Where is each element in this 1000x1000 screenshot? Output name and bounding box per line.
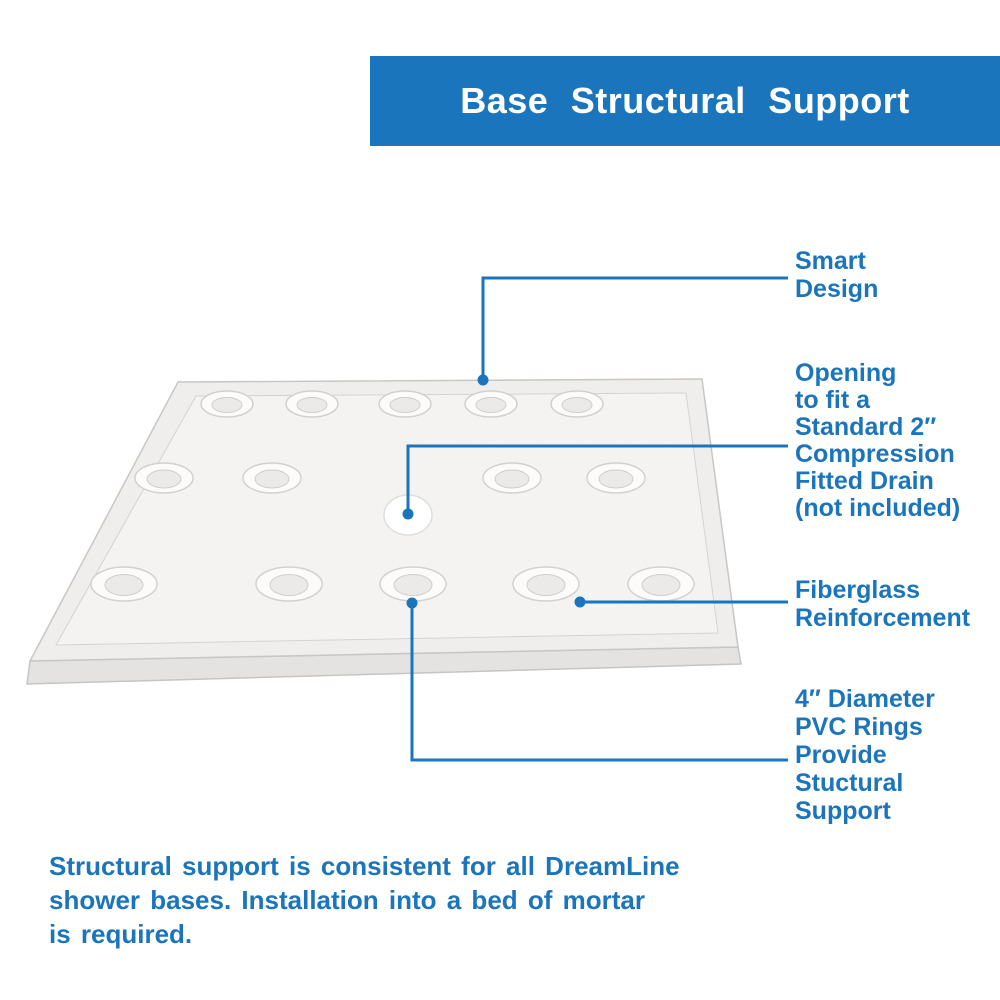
pvc-ring	[255, 566, 323, 602]
page-title: Base Structural Support	[460, 80, 910, 121]
callout-text-line: Fitted Drain	[795, 467, 934, 495]
pvc-ring	[550, 390, 604, 418]
footer-note: Structural support is consistent for all…	[49, 849, 680, 951]
pvc-ring	[90, 566, 158, 602]
callout-drain-opening: Opening to fit a Standard 2″ Compression…	[795, 360, 960, 522]
pvc-ring	[379, 566, 447, 602]
callout-text-line: Support	[795, 797, 891, 825]
smart-design-callout-line	[481, 276, 788, 380]
callout-text-line: Stuctural	[795, 769, 904, 797]
callout-text-line: (not included)	[795, 494, 961, 522]
callout-pvc-rings: 4″ Diameter PVC Rings Provide Stuctural …	[795, 685, 935, 825]
callout-text-line: Standard 2″	[795, 413, 937, 441]
callout-text-line: Reinforcement	[795, 604, 971, 632]
callout-text-line: Opening	[795, 359, 897, 387]
callout-text-line: Provide	[795, 741, 887, 769]
pvc-ring	[242, 462, 302, 494]
drain-callout-line	[406, 444, 788, 514]
callout-fiberglass: Fiberglass Reinforcement	[795, 576, 970, 632]
callout-text-line: Fiberglass	[795, 576, 921, 604]
pvc-ring	[285, 390, 339, 418]
footer-text-line: is required.	[49, 919, 193, 949]
callout-text-line: Smart	[795, 247, 866, 275]
footer-text-line: shower bases. Installation into a bed of…	[49, 885, 645, 915]
pvc-ring	[378, 390, 432, 418]
pvc-ring	[200, 390, 254, 418]
pvc-rings-callout-dot	[406, 597, 418, 609]
pvc-rings	[90, 390, 695, 602]
pvc-ring	[627, 566, 695, 602]
callout-lines	[402, 276, 788, 762]
pvc-ring	[134, 462, 194, 494]
drain-callout-dot	[402, 508, 414, 520]
callout-text-line: Design	[795, 275, 879, 303]
title-banner: Base Structural Support	[370, 56, 1000, 146]
callout-text-line: PVC Rings	[795, 713, 923, 741]
callout-smart-design: Smart Design	[795, 247, 878, 303]
pvc-ring	[482, 462, 542, 494]
pvc-rings-callout-line	[410, 603, 788, 762]
pvc-ring	[586, 462, 646, 494]
callout-text-line: to fit a	[795, 386, 870, 414]
pvc-ring	[464, 390, 518, 418]
smart-design-callout-dot	[477, 374, 489, 386]
pvc-ring	[512, 566, 580, 602]
fiberglass-callout-dot	[574, 596, 586, 608]
base-tray	[26, 378, 742, 685]
footer-text-line: Structural support is consistent for all…	[49, 851, 680, 881]
callout-text-line: 4″ Diameter	[795, 685, 935, 713]
callout-text-line: Compression	[795, 440, 955, 468]
